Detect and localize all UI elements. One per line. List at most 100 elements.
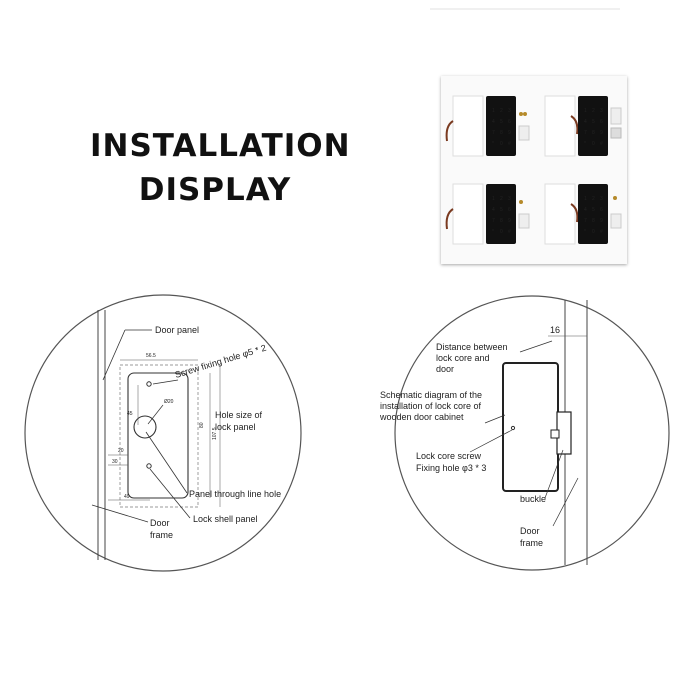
dim-left-small: 45 xyxy=(127,411,133,417)
leader-door-panel xyxy=(102,329,126,381)
right-circle-frame xyxy=(394,295,670,571)
keypad-key: 4 xyxy=(584,119,587,125)
dim-height-2: 107.5 xyxy=(212,427,218,440)
keypad-key: 1 xyxy=(584,108,587,114)
leader-door-frame xyxy=(552,477,579,527)
label-schematic-2: installation of lock core of xyxy=(380,401,482,411)
label-buckle: buckle xyxy=(520,494,546,504)
label-screw-2: Fixing hole φ3 * 3 xyxy=(416,463,486,473)
keypad-key: * xyxy=(584,229,586,235)
dim-diameter: Ø20 xyxy=(164,399,174,405)
label-screw-hole: Screw fixing hole φ5 * 2 xyxy=(174,343,268,380)
keypad-key: 9 xyxy=(600,130,603,136)
leader-buckle xyxy=(544,449,564,499)
keypad-key: 6 xyxy=(600,207,603,213)
label-door-frame-1: Door xyxy=(520,526,540,536)
keypad-key: 2 xyxy=(500,196,503,202)
keypad-key: * xyxy=(584,141,586,147)
dim-side-1: 20 xyxy=(118,448,124,454)
lock-core xyxy=(610,213,622,229)
lock-core xyxy=(518,125,530,141)
leader-schematic xyxy=(484,414,506,424)
keypad-key: 1 xyxy=(584,196,587,202)
keypad-key: 4 xyxy=(492,207,495,213)
screw-hole-bottom xyxy=(146,463,152,469)
cable xyxy=(570,115,579,135)
keypad-key: 7 xyxy=(492,218,495,224)
left-diagram: Door panel Screw fixing hole φ5 * 2 Hole… xyxy=(24,294,302,572)
dim-bottom: 49 xyxy=(124,494,130,500)
label-through-hole: Panel through line hole xyxy=(189,489,281,499)
keypad-key: 7 xyxy=(492,130,495,136)
keypad-key: * xyxy=(492,141,494,147)
keypad-key: 3 xyxy=(600,108,603,114)
keypad-key: 4 xyxy=(584,207,587,213)
keypad-key: 1 xyxy=(492,196,495,202)
keypad-key: # xyxy=(508,229,511,235)
keypad-key: 0 xyxy=(592,229,595,235)
screw xyxy=(523,112,527,116)
keypad-key: 8 xyxy=(500,218,503,224)
leader-screw-hole xyxy=(469,429,513,453)
keypad-key: 2 xyxy=(592,196,595,202)
label-door-frame-2: frame xyxy=(150,530,173,540)
screw xyxy=(613,196,617,200)
leader-through-hole xyxy=(145,431,188,494)
keypad-key: 5 xyxy=(500,119,503,125)
black-keypad-panel xyxy=(578,96,608,156)
label-schematic-1: Schematic diagram of the xyxy=(380,390,482,400)
keypad-key: 9 xyxy=(508,218,511,224)
label-distance-2: lock core and xyxy=(436,353,490,363)
keypad-key: 9 xyxy=(508,130,511,136)
keypad-key: # xyxy=(508,141,511,147)
cable xyxy=(570,203,579,223)
screw-hole-top xyxy=(146,381,152,387)
dim-height-1: 80 xyxy=(199,422,205,428)
keypad-key: 9 xyxy=(600,218,603,224)
title-line-2: DISPLAY xyxy=(138,172,292,208)
keypad-key: 2 xyxy=(500,108,503,114)
keypad-key: 6 xyxy=(508,207,511,213)
lock-core xyxy=(610,107,622,125)
leader-shell-panel xyxy=(149,468,191,519)
label-screw-1: Lock core screw xyxy=(416,451,482,461)
keypad-key: 3 xyxy=(600,196,603,202)
keypad-key: 4 xyxy=(492,119,495,125)
dim-16: 16 xyxy=(550,325,560,335)
keypad-key: # xyxy=(600,141,603,147)
black-keypad-panel xyxy=(578,184,608,244)
keypad-key: 6 xyxy=(508,119,511,125)
keypad-key: 7 xyxy=(584,218,587,224)
keypad-key: 0 xyxy=(592,141,595,147)
cable xyxy=(445,120,454,142)
label-distance-1: Distance between xyxy=(436,342,508,352)
label-door-panel: Door panel xyxy=(155,325,199,335)
diameter-leader xyxy=(147,404,164,425)
label-door-frame-2: frame xyxy=(520,538,543,548)
leader-door-frame xyxy=(91,504,149,523)
lock-shell-panel-outline xyxy=(127,372,189,499)
keypad-key: 5 xyxy=(592,119,595,125)
keypad-key: * xyxy=(492,229,494,235)
keypad-key: # xyxy=(600,229,603,235)
keypad-key: 5 xyxy=(500,207,503,213)
leader-distance xyxy=(519,340,553,353)
keypad-key: 0 xyxy=(500,229,503,235)
keypad-key: 7 xyxy=(584,130,587,136)
keypad-key: 1 xyxy=(492,108,495,114)
cable xyxy=(445,208,454,230)
white-back-panel xyxy=(544,95,576,157)
keypad-key: 5 xyxy=(592,207,595,213)
label-door-frame-1: Door xyxy=(150,518,170,528)
label-hole-size-2: lock panel xyxy=(215,422,256,432)
dim-top: 56.5 xyxy=(146,353,156,359)
leader-screw-hole xyxy=(152,379,179,385)
